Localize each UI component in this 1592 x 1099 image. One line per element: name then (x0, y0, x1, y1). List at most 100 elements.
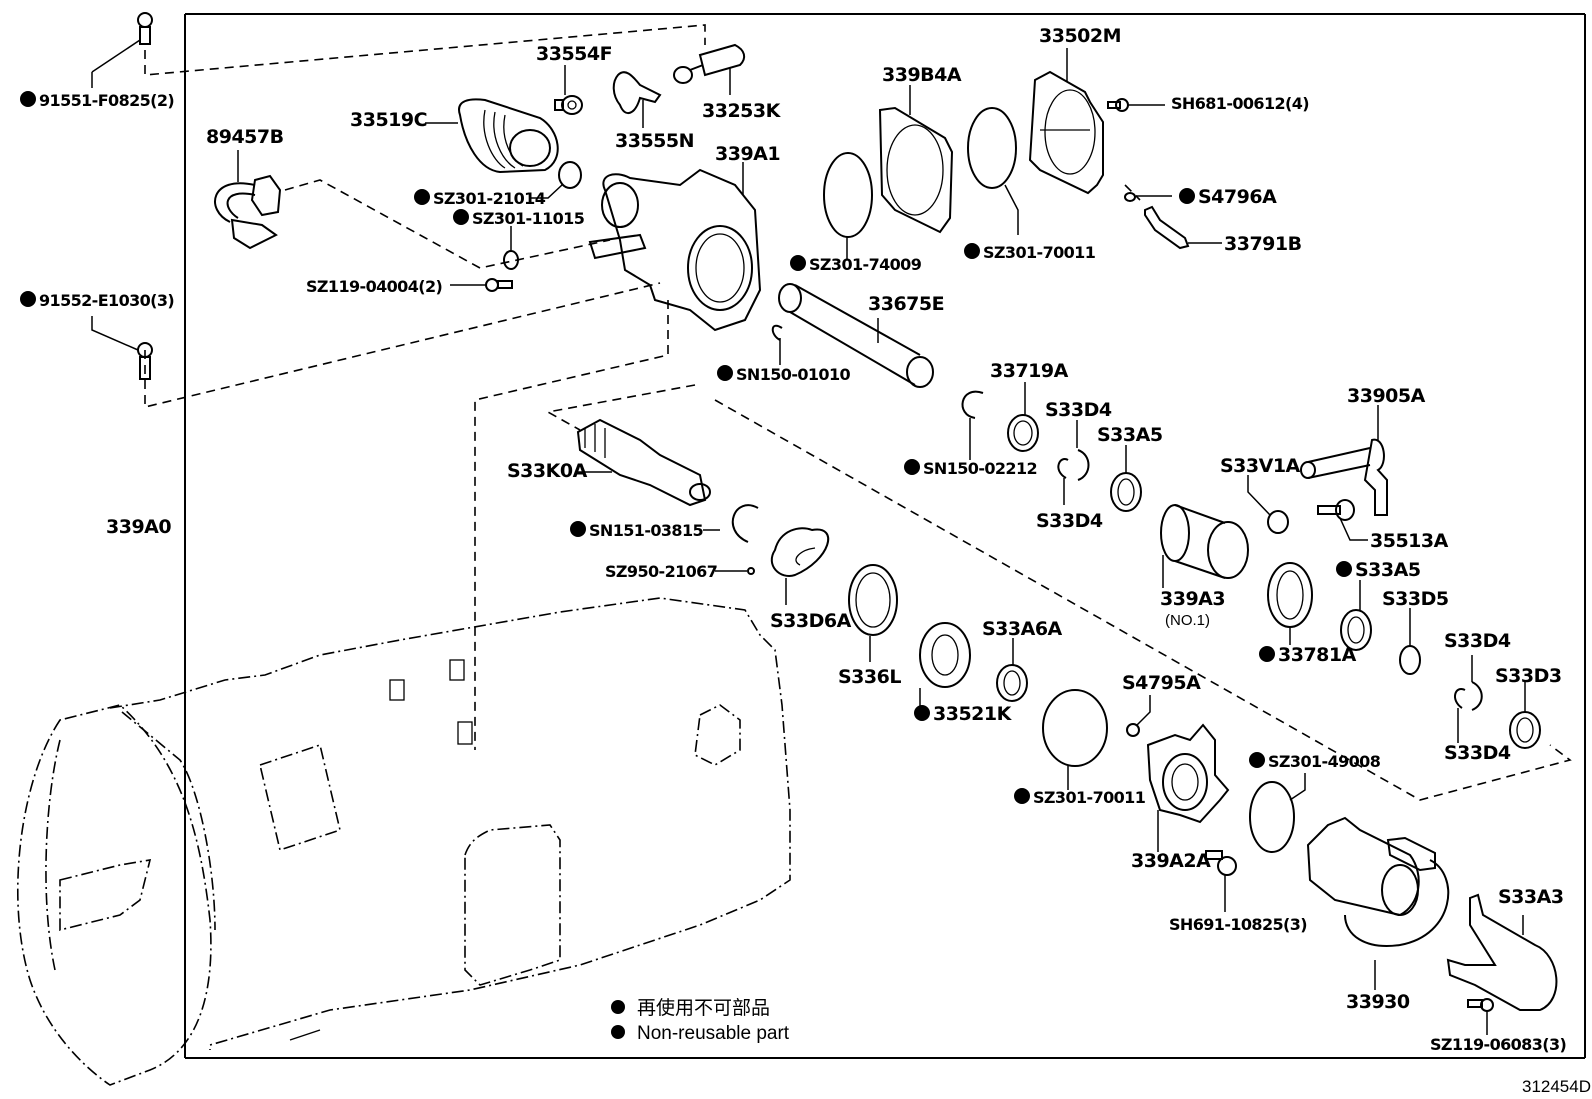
non-reusable-dot-icon (453, 209, 469, 225)
snap-ring-sn150-02212-icon (961, 390, 984, 460)
part-label[interactable]: SN150-02212 (923, 459, 1038, 478)
part-label[interactable]: 33781A (1278, 644, 1357, 666)
bolt-91552-icon (91, 316, 153, 380)
part-label[interactable]: S33V1A (1220, 455, 1301, 477)
bolt-sz119-06083-icon (1467, 998, 1494, 1035)
part-label[interactable]: S33D5 (1382, 588, 1449, 610)
pin-s33v1a-icon (1247, 475, 1289, 534)
non-reusable-dot-icon (717, 365, 733, 381)
non-reusable-dot-icon (790, 255, 806, 271)
part-label[interactable]: SH681-00612(4) (1171, 94, 1310, 113)
part-label[interactable]: 33502M (1039, 25, 1122, 47)
part-label[interactable]: 339A0 (106, 516, 172, 538)
part-label[interactable]: 33791B (1224, 233, 1302, 255)
plug-s4795a-icon (1126, 695, 1151, 737)
housing-339a1-icon (588, 162, 762, 332)
non-reusable-dot-icon (1179, 188, 1195, 204)
part-label[interactable]: S33A5 (1355, 559, 1421, 581)
part-label[interactable]: S33A6A (982, 618, 1063, 640)
part-label[interactable]: S33A3 (1498, 886, 1564, 908)
clip-sn150-01010-icon (771, 324, 783, 365)
part-label[interactable]: S4796A (1198, 186, 1278, 208)
part-label[interactable]: 339A1 (715, 143, 781, 165)
o-ring-sz301-74009-icon (823, 152, 873, 260)
legend: 再使用不可部品 Non-reusable part (611, 997, 790, 1044)
part-label[interactable]: 91551-F0825(2) (39, 91, 175, 110)
part-label[interactable]: SN151-03815 (589, 521, 704, 540)
actuator-33930-icon (1306, 816, 1450, 990)
part-label[interactable]: SZ301-21014 (433, 189, 546, 208)
seal-s33d3-icon (1509, 680, 1541, 749)
part-label[interactable]: 33253K (702, 100, 782, 122)
part-label[interactable]: S4795A (1122, 672, 1202, 694)
assembly-frame (184, 13, 1586, 1059)
part-label[interactable]: SZ119-06083(3) (1430, 1035, 1567, 1054)
plate-s33d6a-icon (770, 527, 830, 605)
part-label[interactable]: 35513A (1370, 530, 1449, 552)
part-label[interactable]: S336L (838, 666, 902, 688)
part-label[interactable]: 33519C (350, 109, 428, 131)
part-label[interactable]: SZ301-70011 (1033, 788, 1146, 807)
shaft-33675e-icon (778, 283, 934, 388)
legend-dot-icon (611, 1000, 625, 1014)
part-33555n-icon (612, 71, 662, 128)
part-label[interactable]: SZ301-74009 (809, 255, 922, 274)
bushing-s33a5-lower-icon (1340, 580, 1372, 651)
o-ring-sz301-49008-icon (1249, 773, 1306, 853)
part-label[interactable]: 339A3 (1160, 588, 1226, 610)
non-reusable-dot-icon (1259, 646, 1275, 662)
part-label[interactable]: S33D3 (1495, 665, 1562, 687)
o-ring-sz301-70011-top-icon (967, 107, 1019, 235)
bolt-sh691-10825-icon (1205, 850, 1237, 912)
part-label[interactable]: S33A5 (1097, 424, 1163, 446)
part-labels: 91551-F0825(2) 91552-E1030(3) 339A0 89457B 3… (20, 25, 1567, 1054)
boot-33519c-icon (425, 98, 559, 174)
part-label[interactable]: SZ301-11015 (472, 209, 585, 228)
non-reusable-dot-icon (414, 189, 430, 205)
part-label[interactable]: 339A2A (1131, 850, 1212, 872)
part-label[interactable]: 91552-E1030(3) (39, 291, 175, 310)
part-label[interactable]: SZ950-21067 (605, 562, 718, 581)
bushing-s33a5-icon (1110, 445, 1142, 512)
legend-japanese: 再使用不可部品 (637, 997, 770, 1019)
clip-s33d4-right-icon (1454, 655, 1483, 743)
part-label[interactable]: S33D4 (1045, 399, 1112, 421)
non-reusable-dot-icon (1249, 752, 1265, 768)
part-label[interactable]: 33719A (990, 360, 1069, 382)
ball-sz950-21067-icon (715, 567, 755, 575)
washer-s4796a-icon (1124, 192, 1172, 202)
assembly-dashed-lines (144, 24, 1572, 801)
part-33253k-icon (673, 43, 746, 95)
bearing-33521k-icon (919, 622, 971, 712)
non-reusable-dot-icon (570, 521, 586, 537)
non-reusable-dot-icon (1014, 788, 1030, 804)
part-label[interactable]: 33675E (868, 293, 945, 315)
part-label[interactable]: 339B4A (882, 64, 962, 86)
seal-33781a-icon (1267, 562, 1313, 645)
flange-339a2a-icon (1146, 723, 1230, 852)
part-label[interactable]: S33D4 (1444, 630, 1511, 652)
sleeve-339a3-icon (1160, 504, 1249, 588)
non-reusable-dot-icon (964, 243, 980, 259)
harness-clamp-89457b-icon (214, 150, 282, 250)
part-label[interactable]: S33D4 (1444, 742, 1511, 764)
cover-33502m-icon (1028, 48, 1104, 195)
part-label[interactable]: 89457B (206, 126, 284, 148)
part-label[interactable]: 33555N (615, 130, 695, 152)
o-ring-sz301-11015-icon (503, 226, 519, 270)
part-label[interactable]: SZ301-49008 (1268, 752, 1381, 771)
part-label[interactable]: S33D6A (770, 610, 852, 632)
non-reusable-dot-icon (904, 459, 920, 475)
part-label[interactable]: 33905A (1347, 385, 1426, 407)
reference-number: 312454D (1522, 1077, 1591, 1096)
part-label[interactable]: 33930 (1346, 991, 1410, 1013)
part-label[interactable]: SZ301-70011 (983, 243, 1096, 262)
part-label[interactable]: SZ119-04004(2) (306, 277, 443, 296)
part-label[interactable]: 33521K (933, 703, 1013, 725)
part-label[interactable]: SH691-10825(3) (1169, 915, 1308, 934)
part-label[interactable]: S33D4 (1036, 510, 1103, 532)
part-label[interactable]: 33554F (536, 43, 613, 65)
part-label[interactable]: SN150-01010 (736, 365, 851, 384)
part-label[interactable]: S33K0A (507, 460, 588, 482)
